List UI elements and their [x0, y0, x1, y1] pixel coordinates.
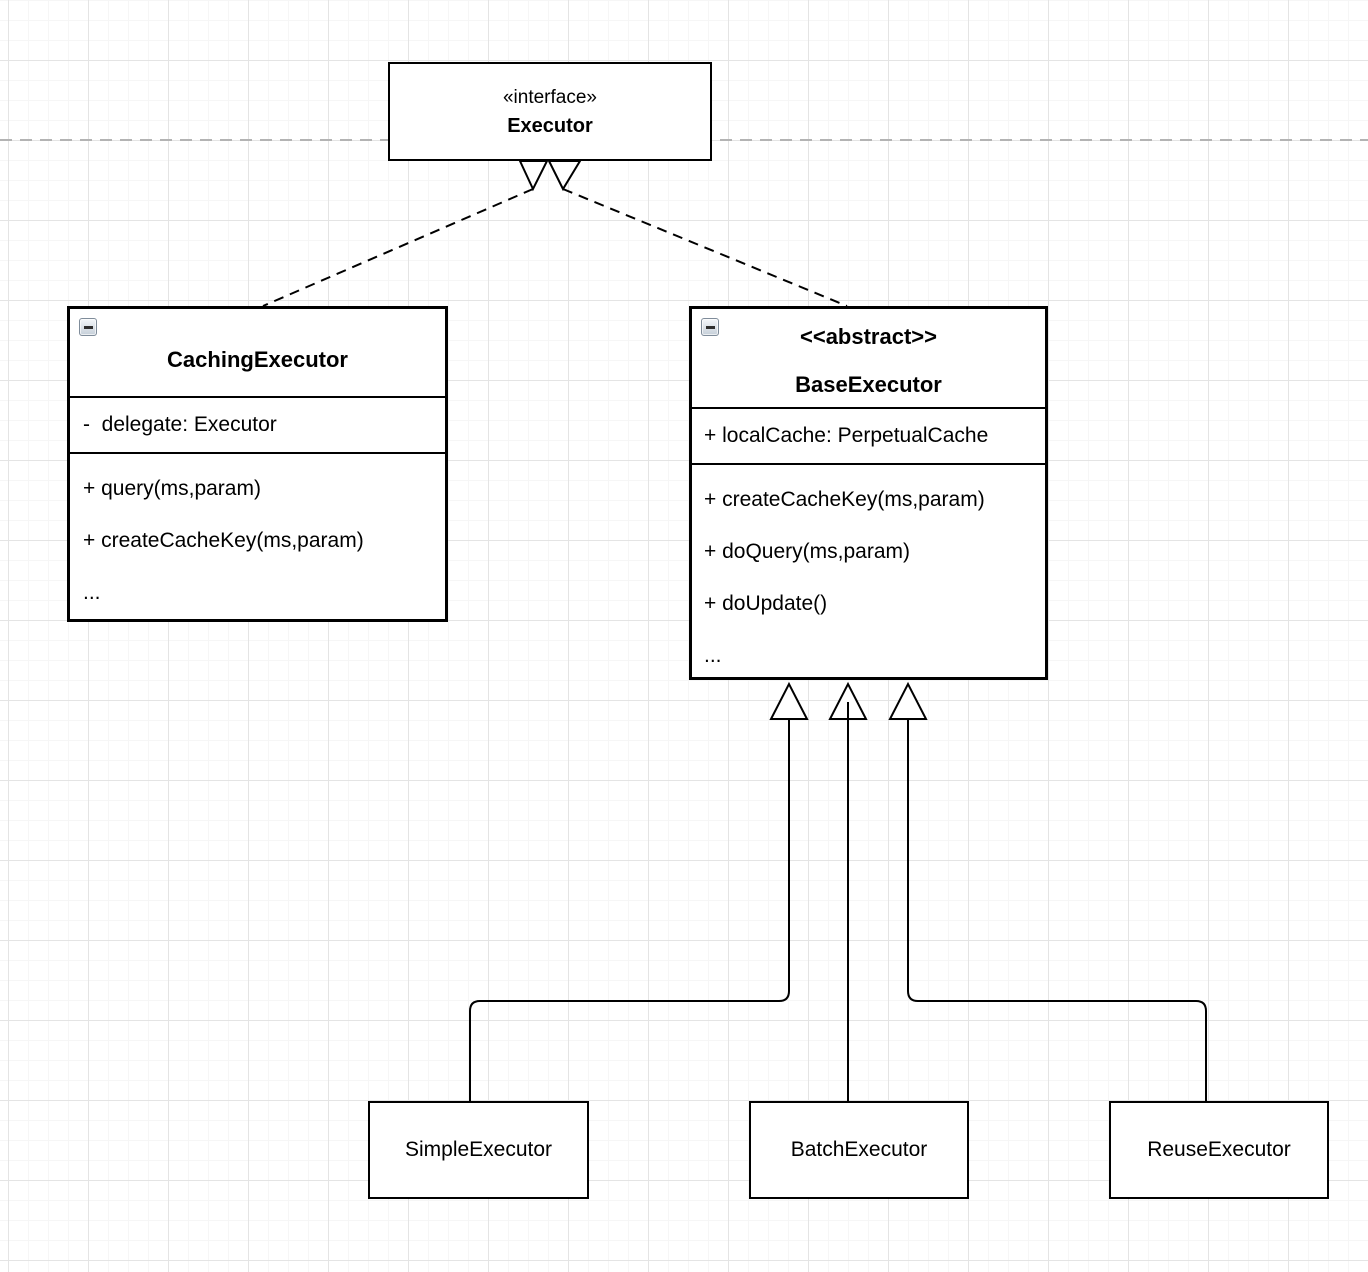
class-method-ellipsis: ...: [83, 581, 101, 604]
generalization-arrowhead-icon: [888, 681, 928, 720]
class-name: ReuseExecutor: [1147, 1138, 1291, 1161]
class-name: CachingExecutor: [167, 347, 348, 372]
class-method-ellipsis: ...: [704, 644, 722, 667]
minus-icon: [83, 325, 93, 329]
realization-edge-baseexecutor[interactable]: [562, 188, 848, 307]
class-box-batchexecutor[interactable]: BatchExecutor: [749, 1101, 969, 1199]
interface-stereotype: «interface»: [502, 86, 597, 108]
class-attribute: - delegate: Executor: [83, 413, 277, 436]
class-name: BaseExecutor: [795, 372, 942, 397]
class-attribute: + localCache: PerpetualCache: [704, 424, 989, 447]
class-name: BatchExecutor: [790, 1138, 928, 1161]
minus-icon: [705, 325, 715, 329]
interface-name: Executor: [507, 114, 593, 137]
class-box-reuseexecutor[interactable]: ReuseExecutor: [1109, 1101, 1329, 1199]
class-method: + doQuery(ms,param): [704, 540, 910, 563]
generalization-edge-simpleexecutor[interactable]: [469, 719, 790, 1101]
class-box-cachingexecutor[interactable]: CachingExecutor - delegate: Executor + q…: [67, 306, 448, 622]
collapse-icon[interactable]: [79, 318, 97, 336]
class-box-simpleexecutor[interactable]: SimpleExecutor: [368, 1101, 589, 1199]
collapse-icon[interactable]: [701, 318, 719, 336]
class-method: + query(ms,param): [83, 477, 261, 500]
generalization-edge-reuseexecutor[interactable]: [907, 719, 1207, 1101]
class-box-baseexecutor[interactable]: <<abstract>> BaseExecutor + localCache: …: [689, 306, 1048, 680]
class-name: SimpleExecutor: [404, 1138, 553, 1161]
class-stereotype: <<abstract>>: [800, 324, 937, 349]
realization-arrowhead-icon: [518, 160, 549, 192]
realization-arrowhead-icon: [547, 160, 582, 192]
class-method: + createCacheKey(ms,param): [83, 529, 364, 552]
class-method: + doUpdate(): [704, 592, 828, 615]
interface-box-executor[interactable]: «interface» Executor: [388, 62, 712, 161]
generalization-arrowhead-icon: [769, 681, 809, 720]
realization-edge-cachingexecutor[interactable]: [262, 188, 534, 307]
class-method: + createCacheKey(ms,param): [704, 488, 985, 511]
